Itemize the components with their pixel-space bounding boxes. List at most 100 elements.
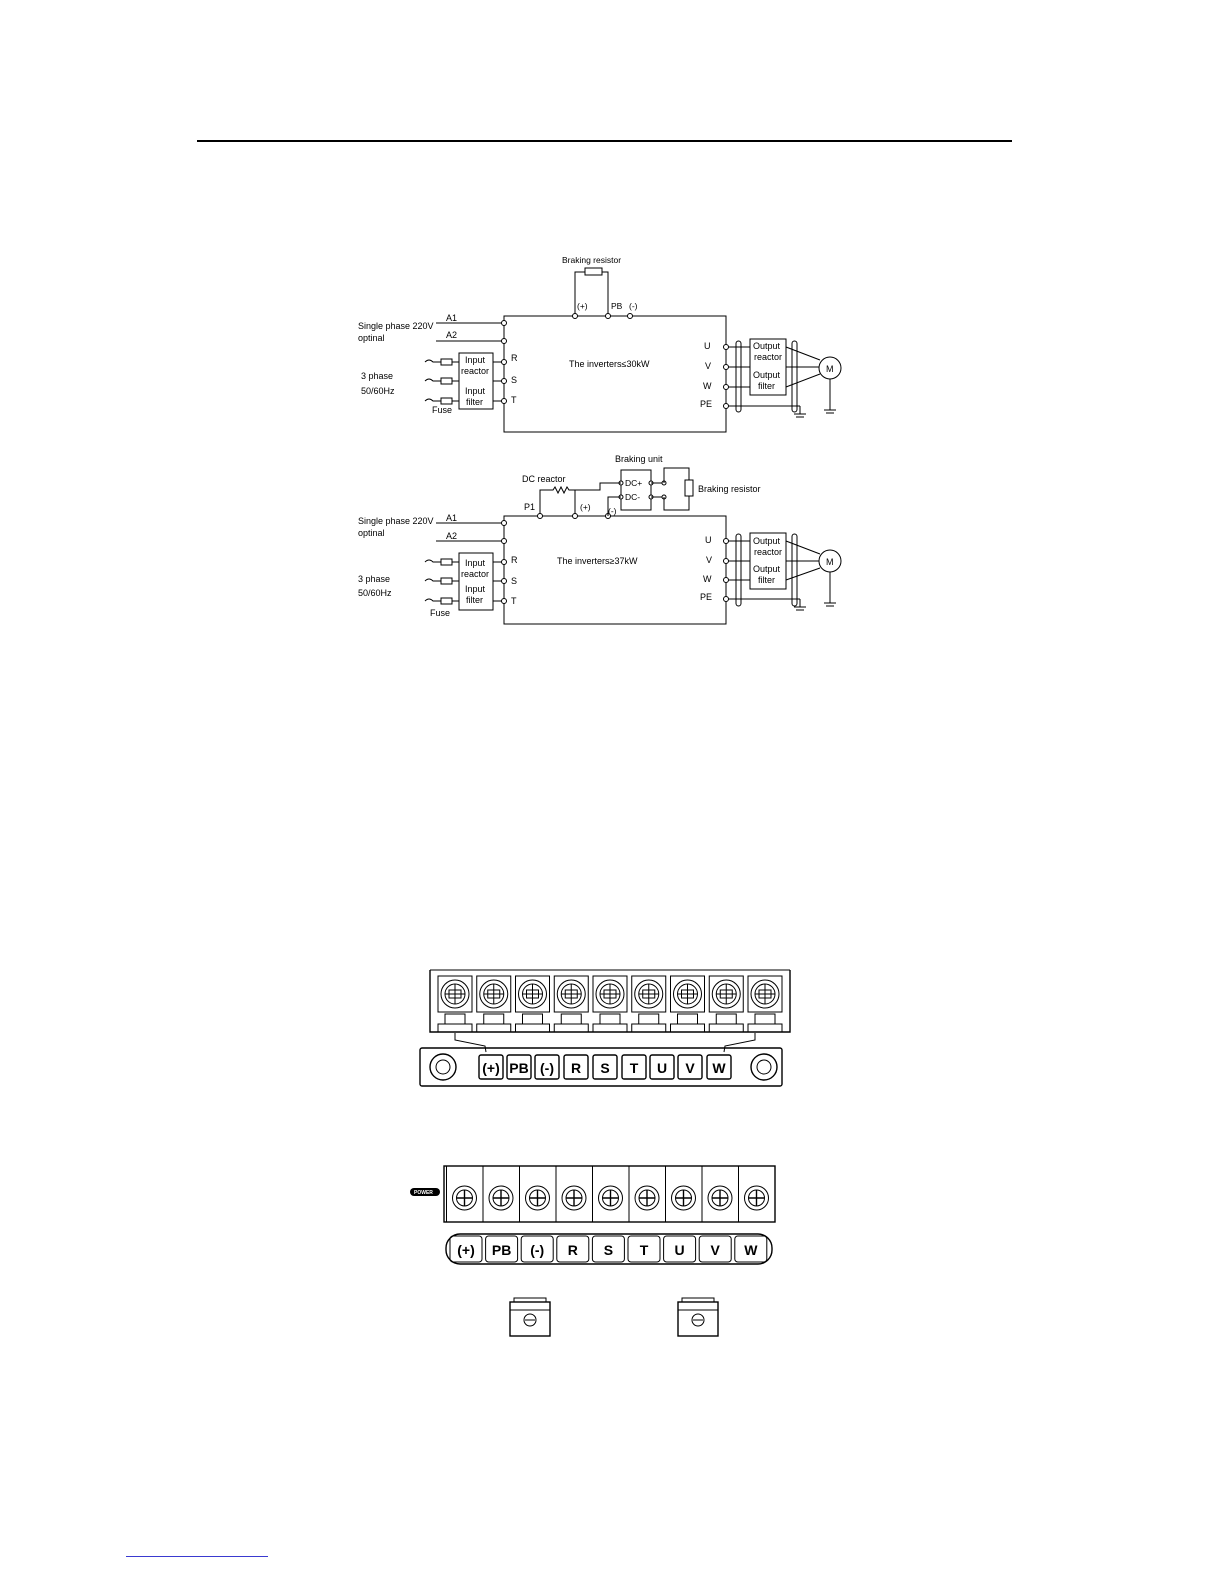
terminal-screw [592, 975, 628, 1033]
terminal-label-text: R [568, 1242, 578, 1258]
terminal-s-2: S [511, 576, 517, 586]
output-reactor-text-b-1: reactor [754, 352, 782, 362]
terminal-label-2: U [663, 1235, 697, 1263]
terminal-w-2: W [703, 574, 712, 584]
inverter-label-2: The inverters≥37kW [557, 556, 638, 566]
terminal-t-2: T [511, 596, 517, 606]
terminal-label-1: (-) [534, 1054, 560, 1080]
terminal-plus-1: (+) [577, 301, 588, 311]
terminal-label-text: T [630, 1060, 639, 1076]
output-filter-text-a-2: Output [753, 564, 781, 574]
inverter-box-2 [503, 515, 727, 625]
terminal-screw [747, 975, 783, 1033]
terminal-w-1: W [703, 381, 712, 391]
output-reactor-text-a-2: Output [753, 536, 781, 546]
terminal-screw [628, 1166, 660, 1222]
terminal-plus-2: (+) [580, 502, 591, 512]
terminal-label-2: S [591, 1235, 625, 1263]
braking-resistor-2 [684, 479, 694, 497]
ground-clamp-right [677, 1297, 719, 1337]
optional-label-2: optinal [358, 528, 385, 538]
motor-label-2: M [826, 557, 834, 567]
three-phase-label-2: 3 phase [358, 574, 390, 584]
terminal-label-text: S [604, 1242, 613, 1258]
power-badge: POWER [410, 1188, 440, 1196]
p1-label: P1 [524, 502, 535, 512]
terminal-r-2: R [511, 555, 518, 565]
terminal-v-1: V [705, 361, 711, 371]
terminal-screw [553, 975, 589, 1033]
terminal-label-text: U [675, 1242, 685, 1258]
terminal-label-2: PB [485, 1235, 519, 1263]
three-phase-label-1: 3 phase [361, 371, 393, 381]
terminal-screw [446, 1166, 477, 1222]
terminal-label-1: V [677, 1054, 703, 1080]
fuse-label-1: Fuse [432, 405, 452, 415]
diagram-2: The inverters≥37kW Braking unit DC+ DC- … [358, 454, 842, 625]
input-filter-text-b-2: filter [466, 595, 483, 605]
terminal-label-1: U [649, 1054, 675, 1080]
terminal-screw [670, 975, 705, 1033]
terminal-pb-1: PB [611, 301, 623, 311]
terminal-label-text: S [600, 1060, 609, 1076]
output-reactor-text-b-2: reactor [754, 547, 782, 557]
braking-resistor-1 [584, 267, 603, 276]
terminal-label-text: (+) [457, 1242, 475, 1258]
input-filter-text-a-2: Input [465, 584, 486, 594]
output-reactor-text-a-1: Output [753, 341, 781, 351]
terminal-label-2: R [556, 1235, 590, 1263]
terminal-screw [665, 1166, 696, 1222]
terminal-label-1: T [621, 1054, 647, 1080]
input-lines-1 [424, 358, 459, 405]
dc-reactor-label: DC reactor [522, 474, 566, 484]
input-reactor-text-b-2: reactor [461, 569, 489, 579]
terminal-label-text: R [571, 1060, 581, 1076]
terminal-pe-2: PE [700, 592, 712, 602]
terminal-label-text: V [685, 1060, 695, 1076]
terminal-screw [738, 1166, 769, 1222]
input-filter-text-b-1: filter [466, 397, 483, 407]
terminal-label-1: W [706, 1054, 732, 1080]
terminal-label-text: (-) [530, 1242, 544, 1258]
braking-resistor-label-2: Braking resistor [698, 484, 761, 494]
dc-plus-label: DC+ [625, 478, 642, 488]
fuse-label-2: Fuse [430, 608, 450, 618]
terminal-label-1: R [563, 1054, 589, 1080]
frequency-label-1: 50/60Hz [361, 386, 395, 396]
frequency-label-2: 50/60Hz [358, 588, 392, 598]
a1-label-2: A1 [446, 513, 457, 523]
terminal-screw [701, 1166, 733, 1222]
single-phase-label-2: Single phase 220V [358, 516, 434, 526]
terminal-label-2: T [627, 1235, 661, 1263]
optional-label-1: optinal [358, 333, 385, 343]
terminal-screw [437, 975, 473, 1033]
braking-unit-label: Braking unit [615, 454, 663, 464]
single-phase-label-1: Single phase 220V [358, 321, 434, 331]
mount-hole-left [429, 1053, 457, 1081]
inverter-label-1: The inverters≤30kW [569, 359, 650, 369]
terminal-label-text: W [744, 1242, 758, 1258]
terminal-s-1: S [511, 375, 517, 385]
output-filter-text-b-1: filter [758, 381, 775, 391]
input-reactor-text-a-2: Input [465, 558, 486, 568]
terminal-label-1: PB [506, 1054, 532, 1080]
terminal-minus-1: (-) [629, 301, 638, 311]
terminal-t-1: T [511, 395, 517, 405]
terminal-u-2: U [705, 535, 712, 545]
terminal-label-2: (+) [449, 1235, 483, 1263]
diagram-1: The inverters≤30kW Braking resistor (+) … [358, 255, 842, 433]
dc-minus-label: DC- [625, 492, 640, 502]
terminal-label-text: V [711, 1242, 721, 1258]
terminal-label-text: W [712, 1060, 726, 1076]
output-filter-text-b-2: filter [758, 575, 775, 585]
a1-label-1: A1 [446, 313, 457, 323]
braking-resistor-label-1: Braking resistor [562, 255, 621, 265]
dc-reactor [539, 485, 576, 516]
terminal-label-text: (+) [482, 1060, 500, 1076]
terminal-label-2: W [734, 1235, 768, 1263]
header-rule [197, 140, 1012, 142]
terminal-screw [708, 975, 744, 1033]
